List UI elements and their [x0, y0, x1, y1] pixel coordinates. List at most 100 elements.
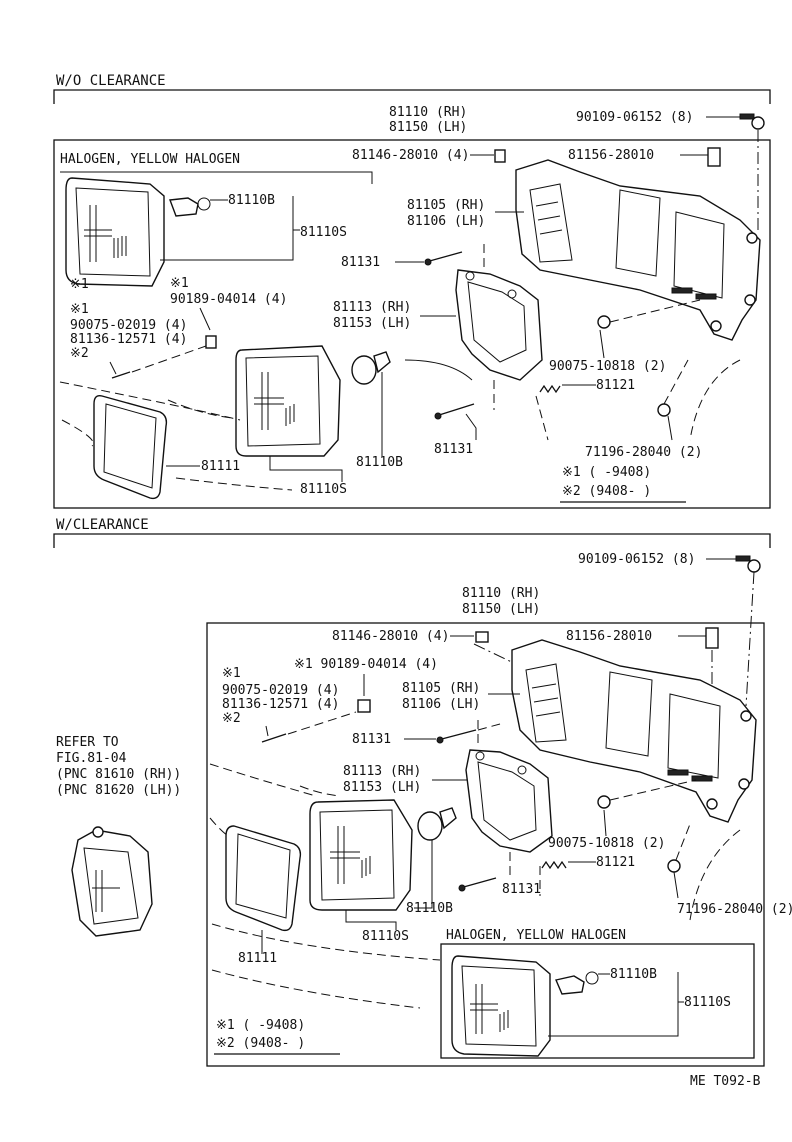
screw-90109-icon	[739, 113, 765, 130]
label-81150-lh: 81150 (LH)	[389, 120, 467, 135]
label-81153-lh: 81153 (LH)	[333, 316, 411, 331]
clip-81156-b-icon	[705, 627, 719, 649]
inner-bracket-81113	[455, 269, 543, 381]
label-81105-rh: 81105 (RH)	[407, 198, 485, 213]
halogen-bracket	[60, 171, 373, 184]
bulb-81110b-b-icon	[417, 807, 457, 841]
label-90075a: 90075-02019 (4)	[70, 318, 187, 333]
label-90075b: 90075-10818 (2)	[549, 359, 666, 374]
spring-81121-icon	[539, 384, 561, 394]
label-81136: 81136-12571 (4)	[70, 332, 187, 347]
label-81111-b: 81111	[238, 951, 277, 966]
halogen-title-b: HALOGEN, YELLOW HALOGEN	[446, 928, 626, 943]
label-81110b-top: 81110B	[228, 193, 275, 208]
label-81110s-b-b: 81110S	[684, 995, 731, 1010]
clip-90189-b-icon	[357, 699, 371, 713]
clip-90189-icon	[205, 335, 217, 349]
label-90189-b: ※1 90189-04014 (4)	[294, 657, 438, 672]
label-81110-rh-b: 81110 (RH)	[462, 586, 540, 601]
clip-81156-icon	[707, 147, 721, 167]
screw-81131-c-icon	[436, 729, 477, 744]
screw-81131-d-icon	[458, 877, 497, 892]
section-title-wo-clearance: W/O CLEARANCE	[56, 73, 166, 89]
label-81150-lh-b: 81150 (LH)	[462, 602, 540, 617]
note-1-90189: ※1	[70, 277, 89, 292]
label-81131-b-b: 81131	[502, 882, 541, 897]
refer-line-4: (PNC 81620 (LH))	[56, 783, 181, 798]
bulb-81110b-icon	[351, 351, 391, 385]
sealed-lamp-81110s	[235, 345, 341, 457]
label-star-2-b: ※2	[222, 711, 241, 726]
label-90189: 90189-04014 (4)	[170, 292, 287, 307]
note-1-b-star: ※1	[222, 666, 241, 681]
assembly-frame	[53, 139, 771, 509]
label-90109-b: 90109-06152 (8)	[578, 552, 695, 567]
halogen-headlamp-b	[451, 955, 599, 1057]
section-with-clearance: W/CLEARANCE 90109-06152 (8) 81110 (RH) 8…	[53, 517, 792, 1067]
clip-81146-b-icon	[475, 631, 489, 643]
headlamp-housing-bracket-b	[511, 639, 757, 823]
label-81110-rh: 81110 (RH)	[389, 105, 467, 120]
label-81131-top-b: 81131	[434, 442, 473, 457]
sealed-lamp-81110s-b	[309, 799, 413, 911]
spring-81121-b-icon	[541, 860, 567, 870]
refer-line-2: FIG.81-04	[56, 751, 127, 766]
label-star-2: ※2	[70, 346, 89, 361]
section-bracket	[53, 89, 771, 104]
nut-90075b-b-icon	[597, 795, 611, 809]
clip-71196-b-icon	[667, 859, 681, 873]
label-81131-top-a: 81131	[341, 255, 380, 270]
label-90075a-b: 90075-02019 (4)	[222, 683, 339, 698]
label-81146: 81146-28010 (4)	[352, 148, 469, 163]
nut-90075b-icon	[597, 315, 611, 329]
diagram-code: ME T092-B	[690, 1074, 761, 1089]
label-90109: 90109-06152 (8)	[576, 110, 693, 125]
assembly-frame-bottom	[206, 622, 765, 1067]
headlamp-housing-bracket	[515, 159, 761, 341]
clearance-lamp-drawing	[71, 826, 153, 937]
note-1-bottom: ※1 ( -9408)	[216, 1018, 305, 1033]
screw-90109-b-icon	[735, 555, 761, 573]
label-81111-top: 81111	[201, 459, 240, 474]
label-81110s-top: 81110S	[300, 225, 347, 240]
label-81156: 81156-28010	[568, 148, 654, 163]
label-81113-rh: 81113 (RH)	[333, 300, 411, 315]
label-81121-b: 81121	[596, 855, 635, 870]
screw-90075a-b-icon	[261, 733, 287, 743]
label-81136-b: 81136-12571 (4)	[222, 697, 339, 712]
clip-81146-icon	[494, 149, 506, 163]
clip-71196-icon	[657, 403, 671, 417]
refer-line-3: (PNC 81610 (RH))	[56, 767, 181, 782]
label-81153-lh-b: 81153 (LH)	[343, 780, 421, 795]
halogen-title: HALOGEN, YELLOW HALOGEN	[60, 152, 240, 167]
retaining-ring-81111-b	[225, 825, 302, 932]
label-81110b-b-a: 81110B	[406, 901, 453, 916]
label-81106-lh: 81106 (LH)	[407, 214, 485, 229]
label-81156-b: 81156-28010	[566, 629, 652, 644]
label-81131-b-a: 81131	[352, 732, 391, 747]
section-title-w-clearance: W/CLEARANCE	[56, 517, 149, 533]
label-90189-star: ※1	[170, 276, 189, 291]
label-81113-rh-b: 81113 (RH)	[343, 764, 421, 779]
section-bracket-bottom	[53, 533, 771, 548]
inner-bracket-81113-b	[465, 749, 553, 853]
screw-81131-b-icon	[434, 403, 475, 420]
label-81105-rh-b: 81105 (RH)	[402, 681, 480, 696]
label-81121: 81121	[596, 378, 635, 393]
label-81110b-b-b: 81110B	[610, 967, 657, 982]
retaining-ring-81111	[93, 394, 168, 500]
label-81110s-top-b: 81110S	[300, 482, 347, 497]
screw-90075a-icon	[111, 371, 131, 379]
halogen-subframe	[440, 943, 755, 1059]
note-1-top: ※1 ( -9408)	[562, 465, 651, 480]
label-71196: 71196-28040 (2)	[585, 445, 702, 460]
section-without-clearance: W/O CLEARANCE HALOGEN, YELLOW HALOGEN 81…	[53, 73, 771, 509]
label-81106-lh-b: 81106 (LH)	[402, 697, 480, 712]
label-81110b-top-b: 81110B	[356, 455, 403, 470]
label-90075b-b: 90075-10818 (2)	[548, 836, 665, 851]
refer-line-1: REFER TO	[56, 735, 119, 750]
note-2-top: ※2 (9408- )	[562, 484, 651, 499]
label-81110s-b-a: 81110S	[362, 929, 409, 944]
note-2-bottom: ※2 (9408- )	[216, 1036, 305, 1051]
